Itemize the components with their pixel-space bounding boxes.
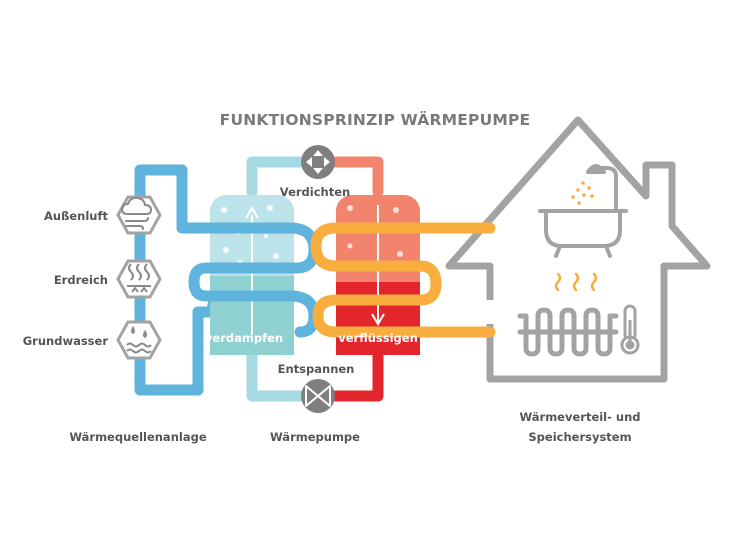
refrigerant-hot-line-top [330,156,384,198]
evaporator-label: verdampfen [205,331,283,345]
source-label-air: Außenluft [44,209,108,223]
shower-drops [571,181,594,205]
refrigerant-cold-line [246,156,306,402]
caption-source-system: Wärmequellenanlage [69,430,206,444]
caption-heat-pump: Wärmepumpe [270,430,360,444]
radiator-heating-icon [517,307,619,357]
thermometer-icon [620,304,640,355]
refrigerant-hot-line-bottom [330,342,384,402]
caption-distribution-line1: Wärmeverteil- und [519,410,640,424]
house-outline [445,116,711,383]
cloud-wind-icon [116,195,162,235]
water-drops-icon [116,320,162,360]
caption-distribution-line2: Speichersystem [528,430,631,444]
condenser-label: verflüssigen [338,331,418,345]
bathtub-shower-icon [538,164,628,258]
heat-waves-icon [554,272,598,292]
compressor-icon [301,145,335,179]
ground-heat-icon [116,259,162,299]
evaporator-tank [210,195,294,355]
source-label-groundwater: Grundwasser [23,334,109,348]
diagram-title: FUNKTIONSPRINZIP WÄRMEPUMPE [220,110,531,129]
source-label-ground: Erdreich [54,273,108,287]
expansion-label: Entspannen [278,362,355,376]
condenser-tank [336,195,420,355]
compressor-label: Verdichten [280,185,350,199]
expansion-valve-icon [301,379,335,413]
condenser-coil [310,222,496,338]
